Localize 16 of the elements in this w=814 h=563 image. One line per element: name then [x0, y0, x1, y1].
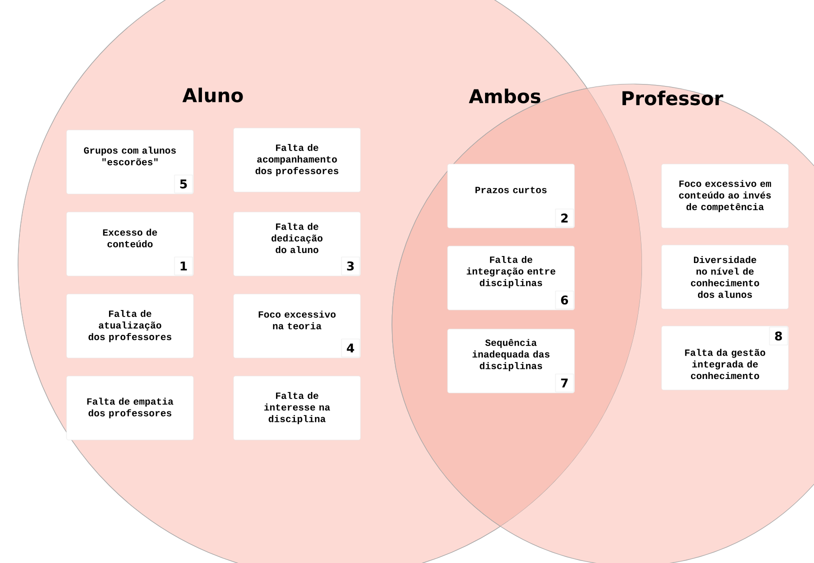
cause-box: Falta de interesse na disciplina	[233, 376, 361, 440]
cause-box: Diversidade no nível de conhecimento dos alunos	[661, 244, 789, 310]
node-label: Aluno	[182, 88, 243, 102]
cause-box: Foco excessivo em conteúdo ao invés de competência	[661, 164, 789, 228]
number-badge: 3	[341, 256, 360, 276]
cause-box: Falta de acompanhamento dos professores	[233, 128, 361, 192]
number-badge: 2	[555, 208, 574, 228]
number-badge: 6	[555, 290, 574, 310]
number-badge: 8	[769, 326, 788, 346]
number-badge: 7	[555, 374, 574, 392]
number-badge: 1	[174, 256, 193, 276]
number-badge: 4	[341, 338, 360, 358]
number-badge: 5	[174, 174, 193, 194]
cause-box: Falta de empatia dos professores	[66, 376, 194, 440]
cause-box: Falta de atualização dos professores	[66, 294, 194, 358]
region-title: Ambos	[468, 88, 540, 104]
